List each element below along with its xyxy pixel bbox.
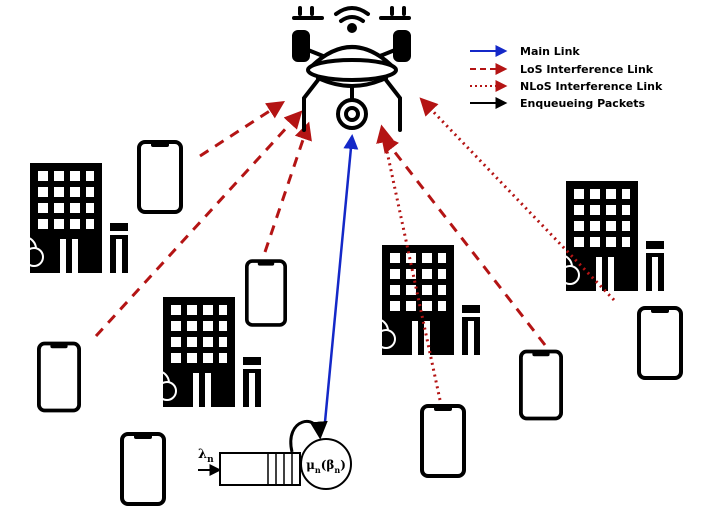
smartphone-icon xyxy=(519,349,563,421)
legend-enqueue-label: Enqueueing Packets xyxy=(520,97,646,110)
legend: Main Link LoS Interference Link NLoS Int… xyxy=(470,45,663,110)
smartphone-icon xyxy=(245,259,287,327)
los-link xyxy=(199,101,286,158)
smartphone-icon xyxy=(120,432,166,506)
los-interference-links xyxy=(94,101,547,346)
los-link xyxy=(380,134,547,346)
smartphone-icon xyxy=(137,140,183,214)
nlos-link xyxy=(376,124,442,401)
service-rate-label: μn(βn) xyxy=(306,458,346,475)
smartphone-icon xyxy=(37,341,81,413)
legend-los-label: LoS Interference Link xyxy=(520,63,654,76)
legend-main-label: Main Link xyxy=(520,45,580,58)
arrival-rate-label: λn xyxy=(198,447,214,465)
building-icon xyxy=(30,161,130,275)
main-link xyxy=(323,134,359,423)
smartphone-icon xyxy=(637,306,683,380)
queue-buffer xyxy=(219,452,301,486)
queue-model: λn μn(βn) xyxy=(198,419,352,490)
los-link xyxy=(263,121,312,253)
smartphone-icon xyxy=(420,404,466,478)
los-link xyxy=(94,110,303,338)
drone-icon xyxy=(292,6,411,132)
feedback-arrow xyxy=(289,419,328,453)
building-icon xyxy=(566,179,666,293)
nlos-link xyxy=(419,97,616,302)
building-icon xyxy=(163,295,263,409)
legend-nlos-label: NLoS Interference Link xyxy=(520,80,663,93)
nlos-interference-links xyxy=(376,97,616,401)
